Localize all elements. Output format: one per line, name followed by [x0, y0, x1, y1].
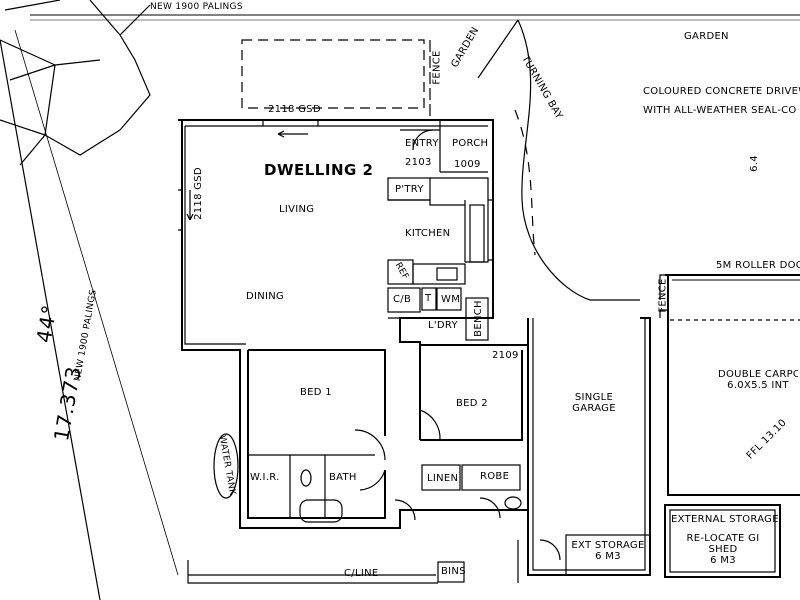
room-bed2: BED 2: [456, 398, 488, 409]
appliance-wm: WM: [441, 294, 461, 305]
room-bath: BATH: [329, 472, 357, 483]
boundary-angle: 44°: [31, 302, 62, 345]
room-laundry: L'DRY: [428, 320, 458, 331]
double-carport-line2: 6.0X5.5 INT: [727, 380, 789, 391]
fixture-bench: BENCH: [472, 300, 484, 337]
room-double-carport: DOUBLE CARPO 6.0X5.5 INT: [718, 369, 798, 391]
room-living: LIVING: [279, 204, 315, 215]
cline-label: C/LINE: [344, 568, 379, 579]
top-note: NEW 1900 PALINGS: [150, 2, 243, 12]
gsd-top-label: 2118 GSD: [268, 104, 321, 115]
driveway-curve: [477, 19, 640, 301]
room-pantry: P'TRY: [395, 184, 424, 195]
room-cb: C/B: [393, 294, 412, 305]
double-carport-line1: DOUBLE CARPO: [718, 369, 798, 380]
fixture-t: T: [425, 293, 432, 304]
dimension-1009: 1009: [454, 159, 481, 170]
room-single-garage: SINGLE GARAGE: [566, 392, 622, 414]
relocate-line3: 6 M3: [710, 555, 736, 566]
roller-door-label: 5M ROLLER DOO: [716, 260, 800, 271]
relocate-shed: RE-LOCATE GI SHED 6 M3: [672, 533, 774, 566]
room-wir: W.I.R.: [250, 472, 280, 483]
driveway-line2: WITH ALL-WEATHER SEAL-CO: [643, 105, 797, 116]
fence-label-mid: FENCE: [657, 278, 669, 313]
room-entry: ENTRY: [405, 138, 439, 149]
fence-label-top: FENCE: [431, 50, 443, 85]
room-dining: DINING: [246, 291, 285, 302]
dwelling-title: DWELLING 2: [264, 161, 374, 179]
single-garage-line1: SINGLE: [574, 392, 614, 403]
tree-outline: [0, 0, 151, 166]
boundary-line: [14, 29, 179, 576]
gsd-left-label: 2118 GSD: [192, 167, 204, 220]
relocate-line2: SHED: [708, 544, 738, 555]
room-kitchen: KITCHEN: [405, 228, 451, 239]
boundary-line: [0, 39, 101, 600]
room-robe: ROBE: [480, 471, 510, 482]
garden-label-right: GARDEN: [684, 31, 729, 42]
driveway-line1: COLOURED CONCRETE DRIVEW: [643, 86, 800, 97]
ext-storage-line1: EXT STORAGE: [571, 540, 645, 551]
external-storage-title: EXTERNAL STORAGE: [671, 514, 779, 525]
bins-label: BINS: [441, 566, 466, 577]
room-linen: LINEN: [427, 473, 459, 484]
dimension-2103: 2103: [405, 157, 432, 168]
dashed-structure: [241, 39, 425, 109]
relocate-line1: RE-LOCATE GI: [686, 533, 760, 544]
room-bed1: BED 1: [300, 387, 332, 398]
room-porch: PORCH: [452, 138, 489, 149]
ext-storage-line2: 6 M3: [595, 551, 621, 562]
single-garage-line2: GARAGE: [572, 403, 616, 414]
room-ext-storage: EXT STORAGE 6 M3: [568, 540, 648, 562]
dimension-6-4: 6.4: [748, 155, 760, 172]
dimension-2109: 2109: [492, 350, 519, 361]
